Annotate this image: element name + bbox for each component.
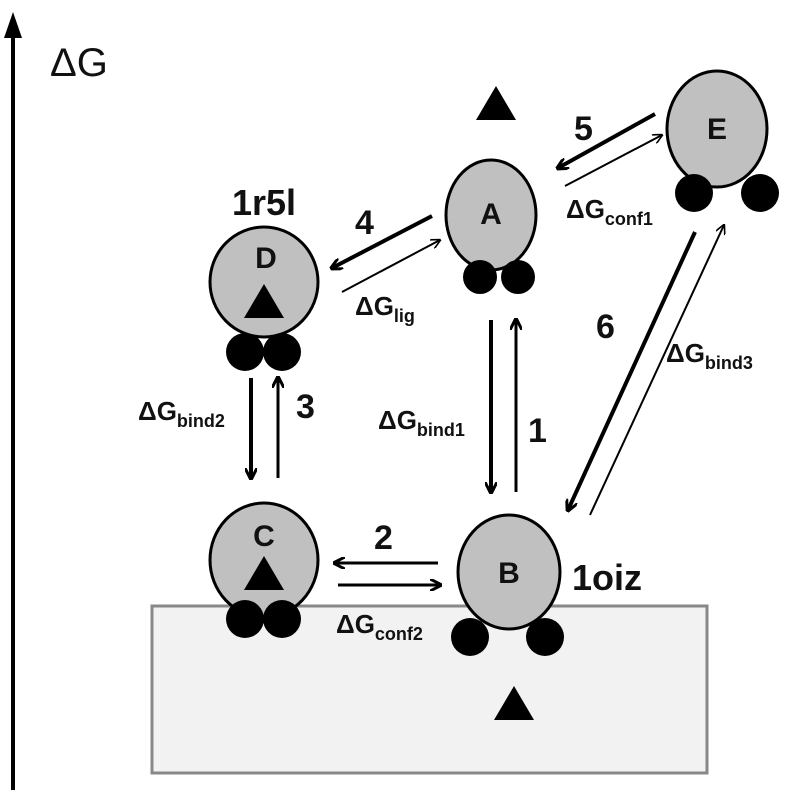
arrow-b-to-e [589, 225, 724, 516]
node-d: D [208, 225, 320, 371]
arrow-a-to-e [564, 135, 662, 187]
step-label-4: 4 [355, 204, 374, 242]
dg-conf1-label: ΔGconf1 [566, 194, 653, 229]
node-c: C [208, 501, 320, 638]
ligand-triangle-membrane [494, 686, 534, 720]
pdb-label-d: 1r5l [232, 182, 296, 223]
dg-bind1-label: ΔGbind1 [378, 405, 465, 440]
step-label-3: 3 [296, 388, 315, 426]
arrow-e-to-a [558, 112, 656, 168]
node-a-letter: A [480, 198, 502, 231]
dg-bind2-label: ΔGbind2 [138, 396, 225, 431]
step-label-1: 1 [528, 412, 547, 450]
ligand-triangle-c [244, 556, 284, 590]
node-b: B [451, 513, 564, 656]
pdb-label-b: 1oiz [572, 557, 642, 598]
axis-label: ΔG [50, 41, 108, 85]
dg-bind3-label: ΔGbind3 [666, 338, 753, 373]
step-label-2: 2 [374, 519, 393, 557]
dg-conf2-label: ΔGconf2 [336, 609, 423, 644]
node-d-letter: D [255, 242, 277, 275]
node-b-letter: B [498, 557, 520, 590]
ligand-triangle-d [244, 284, 284, 318]
arrow-d-to-a [341, 240, 440, 293]
node-e-letter: E [707, 113, 727, 146]
energy-axis [4, 12, 22, 790]
arrow-a-to-d [332, 214, 433, 268]
ligand-triangle-free [476, 86, 516, 120]
dg-lig-label: ΔGlig [355, 291, 415, 326]
node-a: A [444, 158, 538, 294]
node-e: E [665, 69, 779, 212]
arrow-e-to-b [568, 231, 697, 510]
step-label-5: 5 [574, 110, 593, 148]
step-label-6: 6 [596, 308, 615, 346]
node-c-letter: C [253, 520, 275, 553]
